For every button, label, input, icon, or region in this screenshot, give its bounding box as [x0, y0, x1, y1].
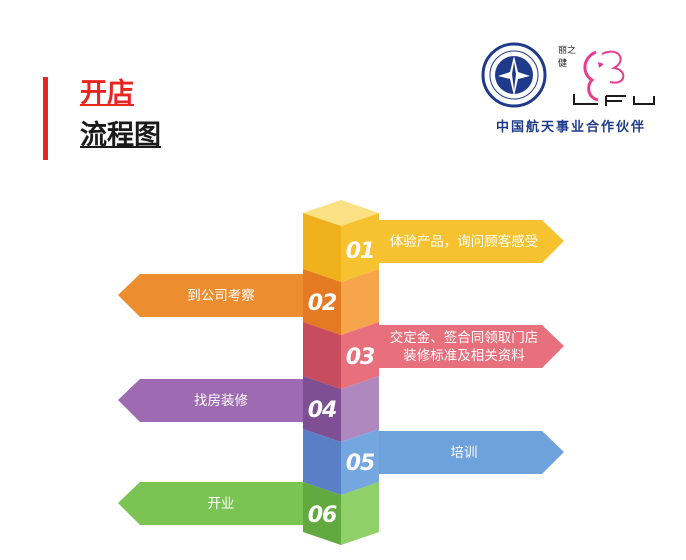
page-title-line1: 开店 [80, 78, 134, 109]
step-03-block-left [303, 322, 341, 389]
step-01-label: 体验产品，询问顾客感受 [390, 233, 539, 250]
brand-logo [481, 42, 655, 108]
step-04-block-right [341, 376, 379, 442]
step-01-block-left [303, 213, 341, 282]
step-06-number: 06 [308, 503, 337, 528]
step-03-label-line2: 装修标准及相关资料 [403, 348, 525, 364]
step-05-number: 05 [346, 451, 375, 476]
butterfly-face-icon [583, 50, 625, 102]
step-01-block-right [341, 213, 379, 282]
title-accent-bar [43, 77, 48, 160]
step-02-block-right [341, 269, 379, 335]
page-title-line2: 流程图 [80, 120, 161, 151]
step-05: 05 培训 [303, 429, 564, 495]
step-03: 03 交定金、签合同领取门店 装修标准及相关资料 [303, 322, 564, 389]
brand-tagline: 中国航天事业合作伙伴 [495, 120, 646, 135]
step-03-number: 03 [346, 345, 375, 370]
step-04-arrow [118, 379, 305, 422]
step-03-block-right [341, 322, 379, 389]
step-02-number: 02 [308, 291, 337, 316]
aerospace-emblem-icon [481, 42, 547, 108]
step-02-arrow [118, 274, 305, 317]
step-02-block-left [303, 269, 341, 335]
step-01-arrow [375, 220, 564, 263]
step-06-label: 开业 [208, 496, 235, 512]
step-05-block-left [303, 429, 341, 495]
step-04-block-left [303, 376, 341, 442]
lfj-letters-icon [573, 94, 655, 106]
step-06-block-left [303, 482, 341, 545]
brand-wordmark: 丽之健 [558, 46, 577, 69]
step-03-arrow [375, 325, 564, 368]
step-02-label: 到公司考察 [187, 287, 255, 304]
step-05-block-right [341, 429, 379, 495]
step-05-label: 培训 [451, 445, 478, 461]
step-01-number: 01 [346, 239, 375, 264]
step-05-arrow [375, 431, 564, 474]
step-06: 06 开业 [118, 482, 379, 545]
step-04: 04 找房装修 [118, 376, 379, 442]
step-06-block-right [341, 482, 379, 545]
step-04-label: 找房装修 [194, 393, 248, 409]
step-02: 02 到公司考察 [118, 269, 379, 335]
step-03-label-line1: 交定金、签合同领取门店 [390, 329, 539, 346]
step-06-arrow [118, 482, 305, 525]
step-04-number: 04 [308, 398, 337, 423]
step-01: 01 体验产品，询问顾客感受 [303, 200, 564, 282]
